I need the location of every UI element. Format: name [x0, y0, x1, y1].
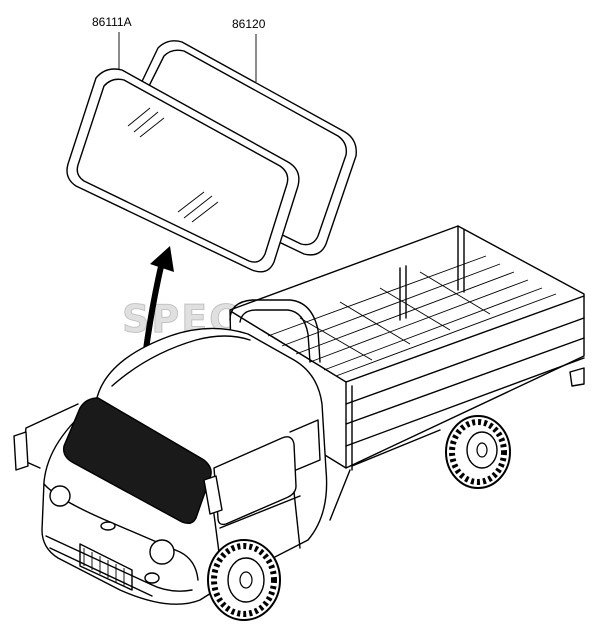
callout-label-windshield-moulding: 86120: [232, 17, 266, 31]
rear-wheel: [445, 415, 511, 489]
front-wheel: [207, 539, 281, 621]
windshield-glass: [66, 68, 300, 273]
truck-windshield: [62, 397, 212, 525]
truck-illustration: [13, 225, 585, 621]
callout-label-windshield-glass: 86111A: [92, 15, 132, 29]
